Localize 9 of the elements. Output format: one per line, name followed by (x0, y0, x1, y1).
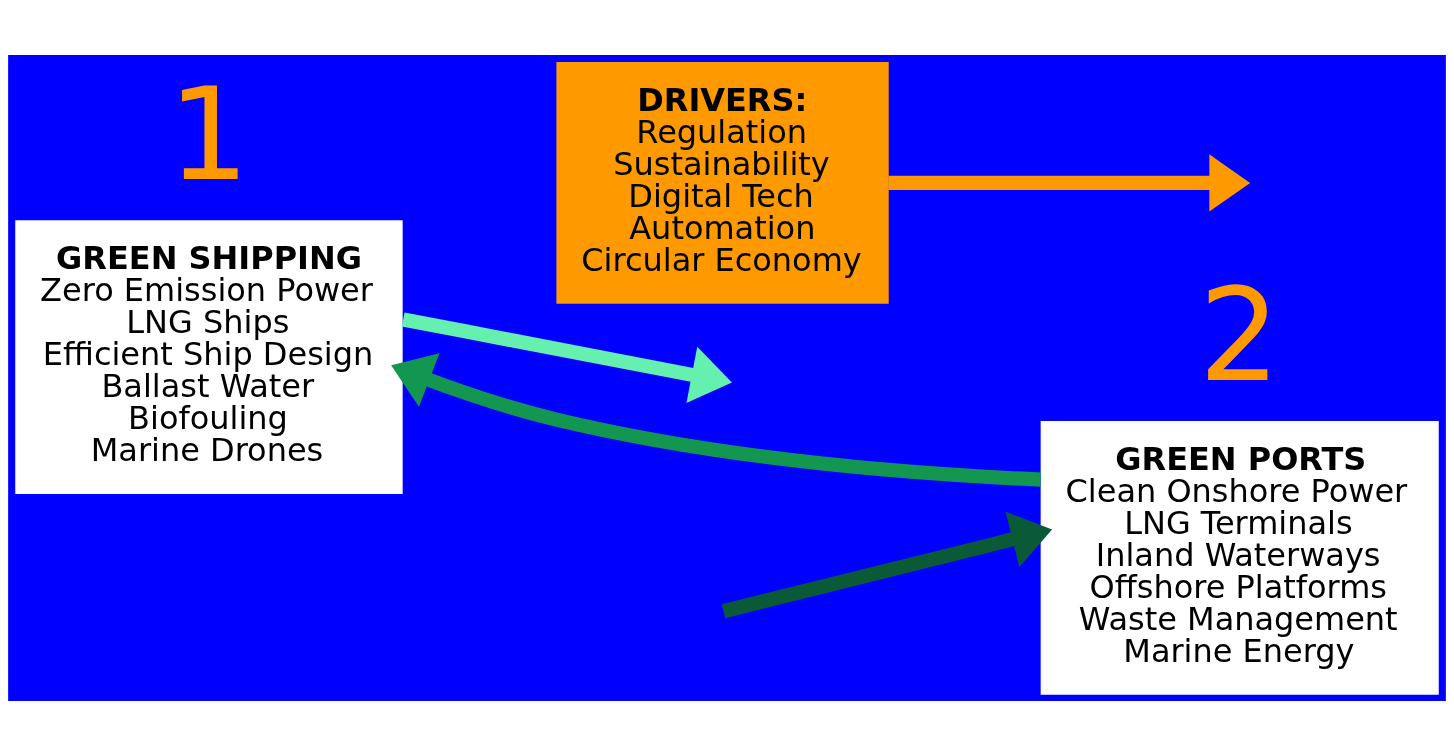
arrow (401, 312, 732, 403)
node-label: 1 (168, 59, 250, 209)
node-box: GREEN PORTS Clean Onshore Power LNG Terminals Inland Waterways Offshore Platforms Waste Management Marine Energy (1040, 421, 1439, 695)
arrow (721, 511, 1053, 619)
node-label: 2 (1198, 260, 1281, 410)
node-box: DRIVERS: Regulation Sustainability Digital Tech Automation Circular Economy (556, 62, 889, 304)
arrow (888, 154, 1251, 212)
node-box: GREEN SHIPPING Zero Emission Power LNG Ships Efficient Ship Design Ballast Water Biofouling Marine Drones (15, 220, 403, 494)
arrow (391, 353, 1041, 487)
